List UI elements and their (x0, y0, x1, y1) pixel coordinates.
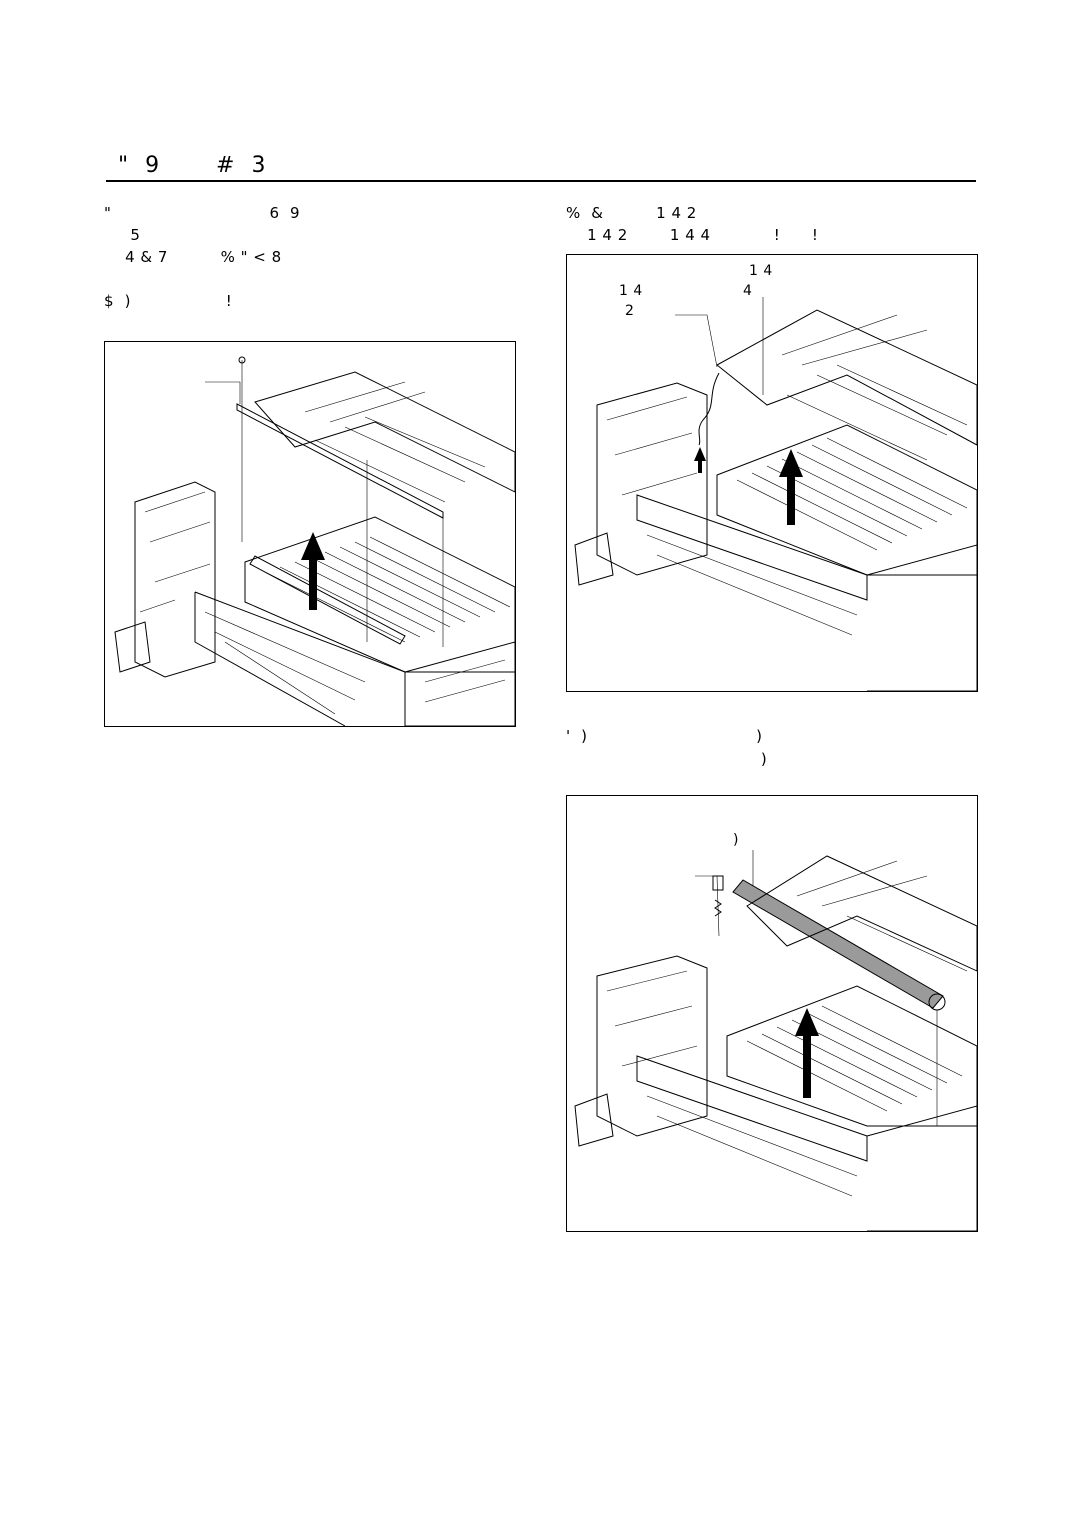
figure-2-label-left: 1 4 (619, 283, 643, 299)
figure-1-frame (104, 341, 516, 727)
step-c-line-1: % & 1 4 2 (566, 204, 697, 222)
step-a-line-3: 4 & 7 % " < 8 (104, 248, 282, 266)
step-a-line-2: 5 (104, 226, 141, 244)
figure-2-label-right: 4 (743, 283, 753, 299)
header-rule (106, 180, 976, 182)
printer-diagram-3 (574, 850, 977, 1231)
step-d-line-2: ) (566, 750, 768, 768)
step-b-line: $ ) ! (104, 292, 233, 310)
figure-2-label-top: 1 4 (749, 263, 773, 279)
printer-diagram-1 (114, 356, 515, 726)
page-title: " 9 # 3 (118, 153, 267, 178)
figure-3-label-top: ) (733, 832, 739, 848)
step-a-line-1: " 6 9 (104, 204, 301, 222)
step-d-line-1: ' ) ) (566, 727, 763, 745)
figure-2-label-left2: 2 (625, 303, 635, 319)
figure-3-frame: ) (566, 795, 978, 1232)
step-c-line-2: 1 4 2 1 4 4 ! ! (566, 226, 819, 244)
figure-2-frame: 1 4 1 4 4 2 (566, 254, 978, 692)
printer-diagram-2 (574, 297, 977, 691)
